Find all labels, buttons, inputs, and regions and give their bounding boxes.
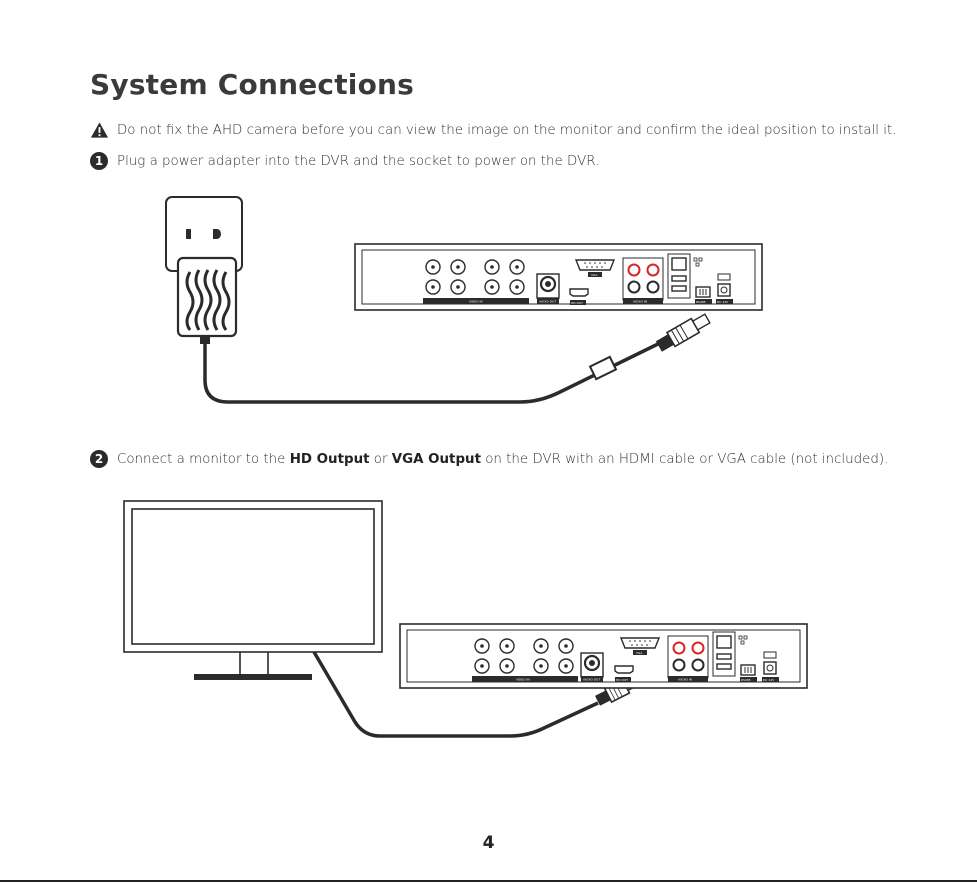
audio-in-label-2: AUDIO IN	[678, 678, 692, 682]
monitor-icon	[123, 500, 383, 680]
dc12v-label: DC 12V	[717, 300, 729, 304]
audio-in-label: AUDIO IN	[633, 300, 647, 304]
video-in-label: VIDEO IN	[469, 300, 483, 304]
step-2-text-after: on the DVR with an HDMI cable or VGA cab…	[485, 451, 889, 467]
warning-line: Do not fix the AHD camera before you can…	[90, 121, 897, 139]
hd-out-label: HD OUT	[571, 301, 583, 305]
hd-output-label: HD Output	[289, 451, 370, 467]
step-2-number: 2	[90, 450, 108, 468]
step-2-text-before: Connect a monitor to the	[117, 451, 286, 467]
power-cable	[203, 341, 661, 404]
vga-port-label: VGA	[591, 273, 598, 277]
warning-icon	[90, 122, 109, 138]
power-adapter-icon	[176, 256, 238, 344]
page-number: 4	[482, 833, 495, 853]
rs485-label-2: RS485	[741, 678, 751, 682]
vga-port-label-2: VGA	[636, 651, 643, 655]
rs485-label: RS485	[696, 300, 706, 304]
step-2-line: 2 Connect a monitor to the HD Output or …	[90, 450, 888, 468]
bottom-rule	[0, 880, 977, 882]
video-in-label-2: VIDEO IN	[516, 678, 530, 682]
step-1-number: 1	[90, 152, 108, 170]
audio-out-label-2: AUDIO OUT	[583, 678, 600, 682]
step-2-text-mid: or	[373, 451, 388, 467]
hd-out-label-2: HD OUT	[616, 678, 628, 682]
step-1-text: Plug a power adapter into the DVR and th…	[117, 153, 600, 169]
dc-plug-icon	[655, 313, 711, 352]
hdmi-cable	[312, 651, 599, 738]
audio-out-label: AUDIO OUT	[539, 300, 556, 304]
vga-output-label: VGA Output	[391, 451, 481, 467]
dc12v-label-2: DC 12V	[763, 678, 775, 682]
warning-text: Do not fix the AHD camera before you can…	[117, 122, 897, 138]
step-1-line: 1 Plug a power adapter into the DVR and …	[90, 152, 599, 170]
page-title: System Connections	[90, 68, 415, 101]
ferrite-core-icon	[588, 355, 618, 381]
